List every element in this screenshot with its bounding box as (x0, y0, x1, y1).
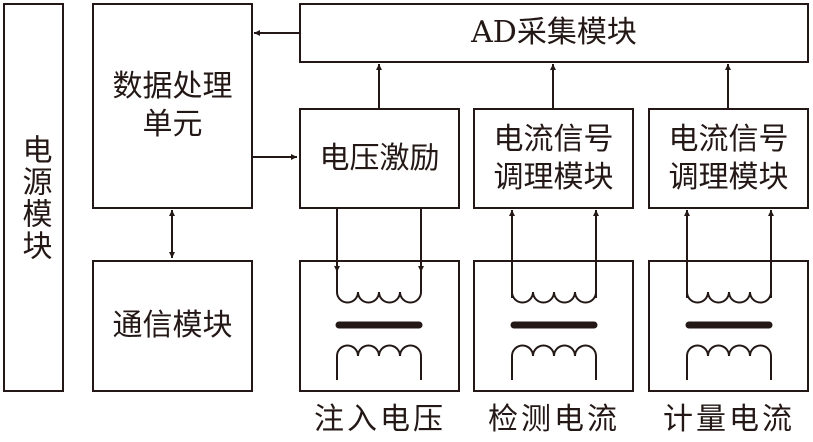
power-module-label: 电源模块 (16, 133, 52, 262)
transformer-inject-voltage-primary-coil (336, 272, 422, 304)
voltage-excitation-module: 电压激励 (299, 108, 460, 209)
current-cond-1-line1: 电流信号 (493, 121, 614, 157)
transformer-metering-current (648, 260, 809, 392)
transformer-detect-current-primary-coil (511, 272, 597, 304)
current-conditioning-module-1: 电流信号 调理模块 (473, 108, 634, 209)
transformer-metering-current-secondary-coil (686, 344, 772, 380)
transformer-inject-voltage (299, 260, 460, 392)
caption-detect-current: 检测电流 (488, 402, 620, 437)
transformer-detect-current (473, 260, 634, 392)
data-processing-label-line2: 单元 (142, 107, 203, 142)
current-cond-1-line2: 调理模块 (493, 159, 614, 195)
transformer-metering-current-primary-coil (686, 272, 772, 304)
power-module: 电源模块 (3, 3, 64, 392)
data-processing-label-line1: 数据处理 (112, 69, 233, 104)
ad-module-label: AD采集模块 (471, 15, 637, 50)
communication-module: 通信模块 (92, 260, 253, 392)
caption-metering-current: 计量电流 (663, 402, 795, 437)
data-processing-unit: 数据处理 单元 (92, 3, 253, 209)
current-cond-2-line1: 电流信号 (668, 121, 789, 157)
transformer-detect-current-secondary-coil (511, 344, 597, 380)
ad-acquisition-module: AD采集模块 (299, 3, 809, 63)
current-cond-2-line2: 调理模块 (668, 159, 789, 195)
current-conditioning-module-2: 电流信号 调理模块 (648, 108, 809, 209)
voltage-excitation-label: 电压激励 (319, 140, 440, 176)
caption-inject-voltage: 注入电压 (314, 402, 446, 437)
transformer-inject-voltage-secondary-coil (336, 344, 422, 380)
communication-module-label: 通信模块 (112, 308, 233, 343)
